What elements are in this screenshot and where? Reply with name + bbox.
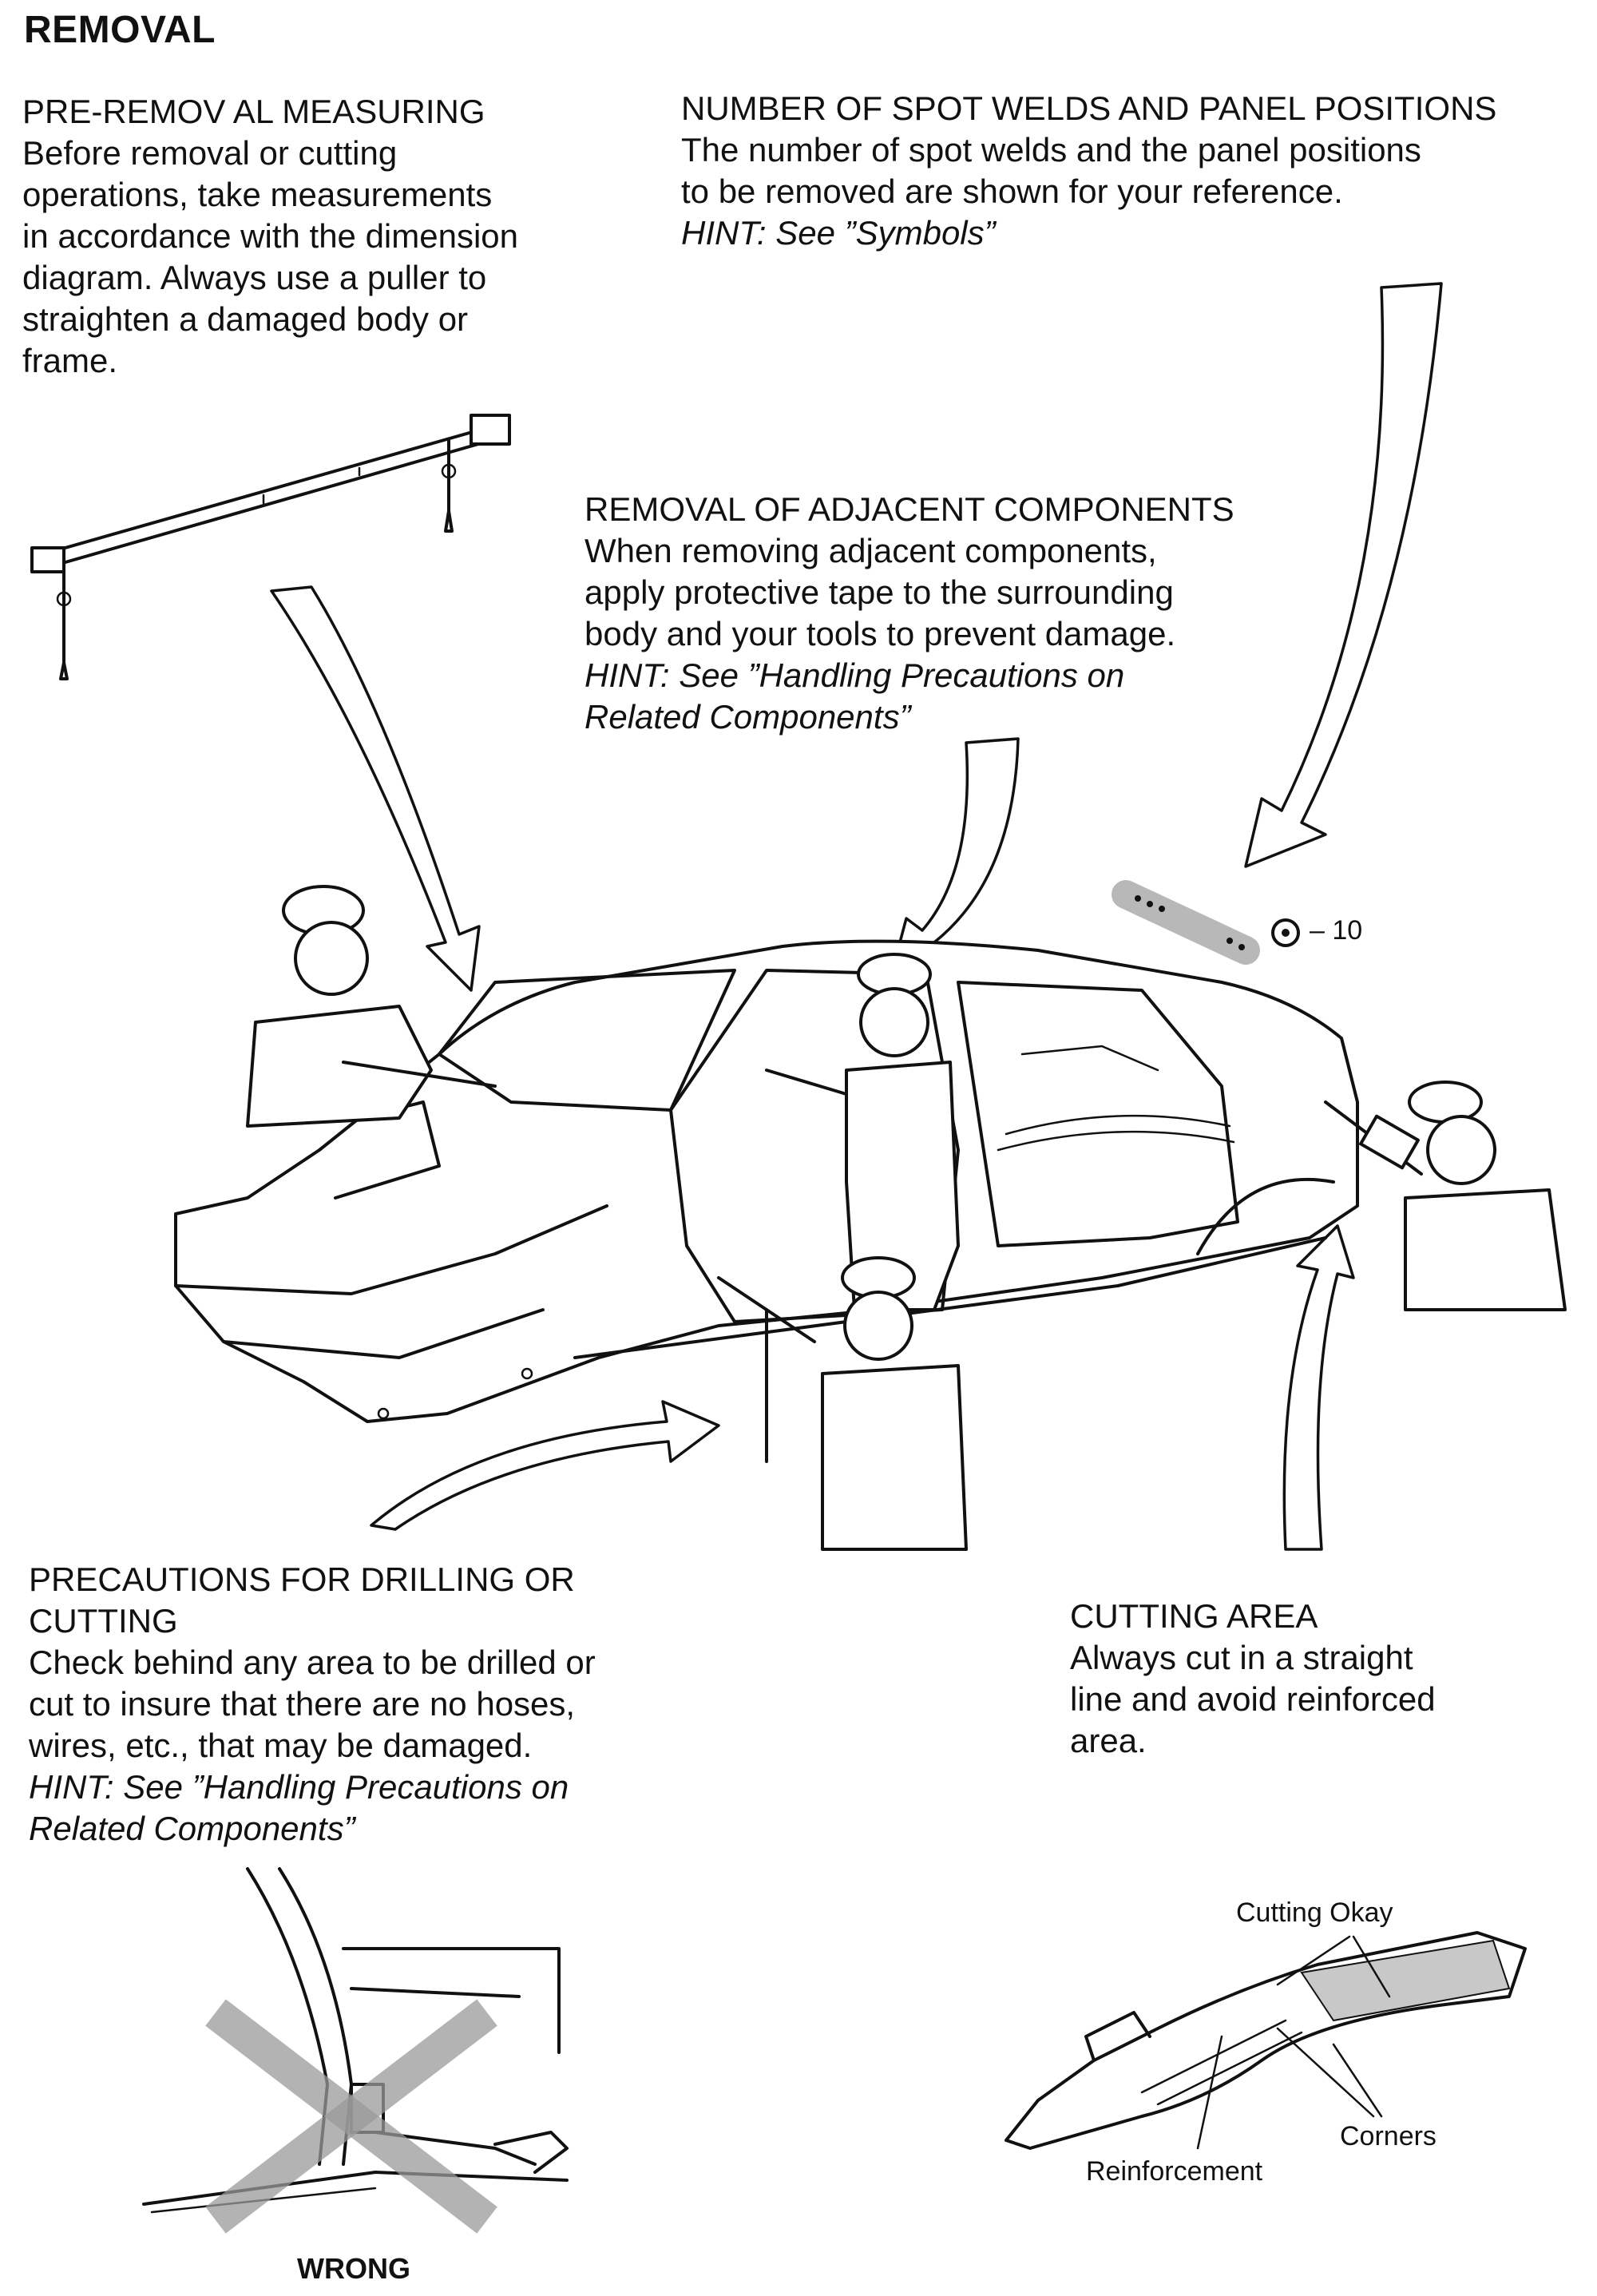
adjacent-hint: HINT: See ”Handling Precautions on xyxy=(585,656,1125,694)
pre-removal-line: operations, take measurements xyxy=(22,176,493,213)
cutting-area-leaders xyxy=(1196,1935,1391,2150)
pre-removal-line: diagram. Always use a puller to xyxy=(22,259,487,296)
worker-drilling xyxy=(717,1256,968,1551)
cutting-area-heading: CUTTING AREA xyxy=(1070,1597,1318,1635)
adjacent-line: apply protective tape to the surrounding xyxy=(585,573,1174,611)
adjacent-line: body and your tools to prevent damage. xyxy=(585,615,1176,652)
spot-weld-count: – 10 xyxy=(1310,915,1363,946)
drilling-line: cut to insure that there are no hoses, xyxy=(29,1685,576,1723)
car-body-illustration xyxy=(174,880,1567,1551)
pre-removal-line: Before removal or cutting xyxy=(22,134,398,172)
wrong-x-icon xyxy=(205,1999,497,2234)
cutting-area-line: line and avoid reinforced xyxy=(1070,1680,1436,1718)
drilling-heading: CUTTING xyxy=(29,1602,178,1640)
page-title: REMOVAL xyxy=(24,9,216,51)
wrong-label: WRONG xyxy=(297,2252,410,2285)
arrow-to-rear xyxy=(1282,1224,1355,1551)
drilling-heading: PRECAUTIONS FOR DRILLING OR xyxy=(29,1560,575,1598)
adjacent-heading: REMOVAL OF ADJACENT COMPONENTS xyxy=(585,490,1234,528)
spot-weld-symbol-icon xyxy=(1271,918,1300,947)
pre-removal-line: in accordance with the dimension xyxy=(22,217,519,255)
adjacent-hint: Related Components” xyxy=(585,698,911,736)
pre-removal-heading: PRE-REMOV AL MEASURING xyxy=(22,93,485,130)
pre-removal-section: PRE-REMOV AL MEASURING Before removal or… xyxy=(22,91,629,382)
cutting-area-section: CUTTING AREA Always cut in a straight li… xyxy=(1070,1596,1549,1762)
drilling-line: Check behind any area to be drilled or xyxy=(29,1644,596,1681)
cutting-okay-label: Cutting Okay xyxy=(1236,1897,1393,1928)
spot-welds-line: The number of spot welds and the panel p… xyxy=(681,131,1421,169)
cutting-area-illustration xyxy=(1005,1931,1527,2150)
worker-cutting xyxy=(1324,1081,1567,1311)
spot-welds-heading: NUMBER OF SPOT WELDS AND PANEL POSITIONS xyxy=(681,89,1497,127)
spot-welds-line: to be removed are shown for your referen… xyxy=(681,172,1343,210)
tram-gauge-illustration xyxy=(30,414,511,680)
adjacent-line: When removing adjacent components, xyxy=(585,532,1157,569)
reinforcement-label: Reinforcement xyxy=(1086,2156,1263,2187)
spot-welds-hint: HINT: See ”Symbols” xyxy=(681,214,996,252)
spot-welds-section: NUMBER OF SPOT WELDS AND PANEL POSITIONS… xyxy=(681,88,1591,254)
adjacent-section: REMOVAL OF ADJACENT COMPONENTS When remo… xyxy=(585,489,1303,738)
wrong-cutting-illustration xyxy=(142,1867,569,2234)
drilling-line: wires, etc., that may be damaged. xyxy=(29,1727,533,1764)
drilling-section: PRECAUTIONS FOR DRILLING OR CUTTING Chec… xyxy=(29,1559,715,1850)
drilling-hint: Related Components” xyxy=(29,1810,355,1847)
cutting-area-line: Always cut in a straight xyxy=(1070,1639,1413,1676)
cutting-area-line: area. xyxy=(1070,1722,1147,1759)
pre-removal-line: straighten a damaged body or xyxy=(22,300,469,338)
corners-label: Corners xyxy=(1340,2121,1437,2151)
arrow-to-sill xyxy=(370,1400,720,1531)
worker-measuring xyxy=(246,885,497,1128)
arrow-to-car-left xyxy=(270,585,481,992)
pre-removal-line: frame. xyxy=(22,342,118,379)
drilling-hint: HINT: See ”Handling Precautions on xyxy=(29,1768,569,1806)
arrow-to-roof xyxy=(1244,282,1443,868)
worker-center xyxy=(765,953,960,1311)
